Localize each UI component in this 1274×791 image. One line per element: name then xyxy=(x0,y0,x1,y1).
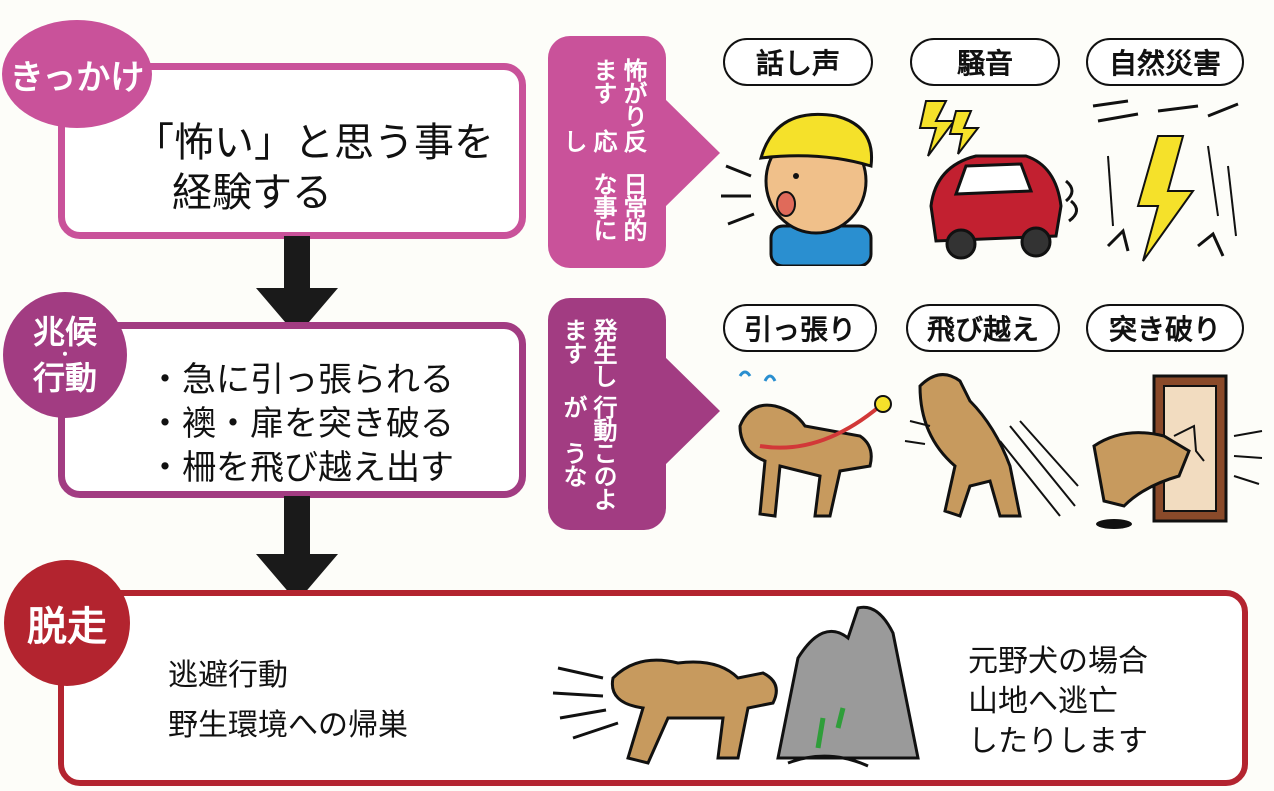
example-pull-text: 引っ張り xyxy=(743,313,856,346)
example-speech-label: 話し声 xyxy=(723,38,873,86)
stage3-badge-label: 脱走 xyxy=(27,604,107,650)
stage2-side-note xyxy=(548,298,666,530)
dog-escape-mountain-illustration xyxy=(552,605,920,768)
example-noise-label: 騒音 xyxy=(910,38,1060,86)
stage2-item-2: ・襖・扉を突き破る xyxy=(148,404,454,444)
example-jump-text: 飛び越え xyxy=(926,313,1039,346)
example-noise-text: 騒音 xyxy=(956,47,1013,80)
stage3-left-line1: 逃避行動 xyxy=(168,658,288,693)
stage1-side-note-text: 日常的な事に 反応し 怖がります xyxy=(558,58,648,258)
stage1-side-note-line2: 反応し xyxy=(559,129,647,153)
stage2-box xyxy=(58,322,526,498)
flow-arrow-1 xyxy=(256,236,338,336)
stage3-badge: 脱走 xyxy=(4,560,130,686)
stage2-side-arrow xyxy=(664,356,720,466)
stage3-left-line2: 野生環境への帰巣 xyxy=(168,708,408,743)
example-jump-label: 飛び越え xyxy=(906,304,1060,352)
stage3-right-line2: 山地へ逃亡 xyxy=(968,684,1118,719)
stage2-side-note-line1: このような xyxy=(559,441,617,511)
stage1-text-line2: 経験する xyxy=(172,170,332,216)
dog-pulling-illustration xyxy=(738,370,892,518)
stage1-side-note xyxy=(548,36,666,268)
example-disaster-text: 自然災害 xyxy=(1108,47,1221,80)
boy-shouting-illustration xyxy=(721,112,874,266)
stage2-side-note-line3: 発生します xyxy=(559,318,617,387)
example-breakthrough-text: 突き破り xyxy=(1108,313,1221,346)
stage2-badge: 兆候 ・ 行動 xyxy=(3,292,127,418)
stage2-item-1: ・急に引っ張られる xyxy=(148,360,454,400)
stage1-side-note-line3: 怖がります xyxy=(589,58,647,127)
car-noise-illustration xyxy=(918,100,1078,260)
example-breakthrough-label: 突き破り xyxy=(1086,304,1244,352)
example-pull-label: 引っ張り xyxy=(723,304,877,352)
example-disaster-label: 自然災害 xyxy=(1086,38,1244,86)
stage2-badge-line1: 兆候 xyxy=(32,313,97,351)
stage1-badge-label: きっかけ xyxy=(9,57,145,98)
stage1-badge: きっかけ xyxy=(2,20,152,128)
stage2-badge-dot: ・ xyxy=(56,345,73,364)
stage1-text-line1: 「怖い」と思う事を xyxy=(134,120,494,166)
stage1-side-arrow xyxy=(664,98,720,208)
stage3-right-line1: 元野犬の場合 xyxy=(968,644,1148,679)
stage2-side-note-line2: 行動が xyxy=(559,394,617,441)
stage2-badge-line2: 行動 xyxy=(32,359,97,397)
dog-jumping-illustration xyxy=(904,373,1079,518)
example-speech-text: 話し声 xyxy=(755,47,840,80)
flow-arrow-2 xyxy=(256,496,338,602)
storm-disaster-illustration xyxy=(1092,99,1239,262)
stage1-side-note-line1: 日常的な事に xyxy=(589,172,647,242)
stage2-side-note-text: このような 行動が 発生します xyxy=(558,318,618,518)
stage2-item-3: ・柵を飛び越え出す xyxy=(148,448,454,488)
door-break-illustration xyxy=(1092,374,1263,529)
stage3-right-line3: したりします xyxy=(968,724,1148,759)
